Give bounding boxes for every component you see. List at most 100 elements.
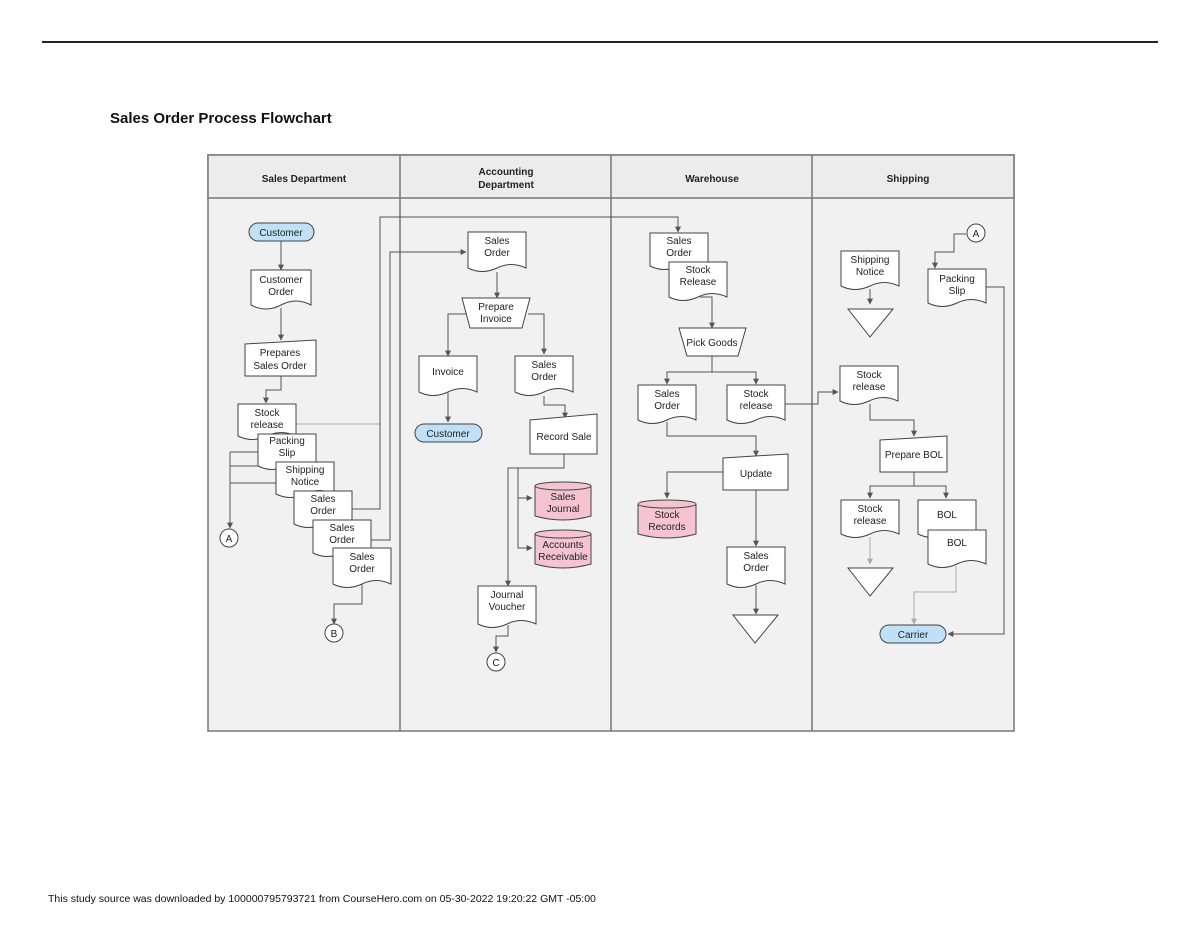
svg-text:Invoice: Invoice [432,367,464,378]
document-bol-b: BOL [927,529,987,568]
database-accounts-receivable: Accounts Receivable [534,529,592,569]
process-prepare-bol: Prepare BOL [879,435,948,473]
svg-text:Customer: Customer [426,429,470,440]
file-triangle-shipping-stock [846,567,895,597]
svg-text:Packing: Packing [269,436,305,447]
manual-operation-prepare-invoice: Prepare Invoice [461,297,531,329]
svg-text:Customer: Customer [259,275,303,286]
terminal-customer-sales: Customer [248,222,315,242]
manual-operation-pick-goods: Pick Goods [678,327,747,357]
flow-lines [227,216,1005,653]
svg-text:release: release [740,401,773,412]
svg-text:Sales: Sales [666,236,691,247]
document-packing-slip-shipping: Packing Slip [927,268,987,307]
svg-text:Customer: Customer [259,228,303,239]
database-sales-journal: Sales Journal [534,481,592,521]
document-sales-order-accounting: Sales Order [467,231,527,272]
svg-text:Prepares: Prepares [260,348,301,359]
svg-text:Order: Order [329,535,355,546]
svg-text:BOL: BOL [947,538,967,549]
process-prepares-sales-order: Prepares Sales Order [244,339,317,377]
svg-text:A: A [226,534,233,545]
svg-text:A: A [973,229,980,240]
svg-text:C: C [492,658,499,669]
svg-text:BOL: BOL [937,510,957,521]
svg-text:Sales: Sales [550,492,575,503]
document-sales-order-c: Sales Order [332,547,392,588]
svg-text:Sales: Sales [329,523,354,534]
process-record-sale: Record Sale [529,413,598,455]
document-stock-release-shipping-b: Stock release [840,499,900,538]
document-customer-order: Customer Order [250,269,312,310]
lane-header-accounting-line1: Accounting [479,167,534,178]
connector-a-sales: A [219,528,239,548]
svg-text:Journal: Journal [491,590,524,601]
connector-a-shipping: A [966,223,986,243]
svg-text:Voucher: Voucher [489,602,526,613]
svg-text:Prepare: Prepare [478,302,514,313]
svg-text:Notice: Notice [291,477,320,488]
document-journal-voucher: Journal Voucher [477,585,537,628]
svg-text:Records: Records [648,522,685,533]
svg-text:Sales: Sales [484,236,509,247]
database-stock-records: Stock Records [637,499,697,539]
document-sales-order-accounting-b: Sales Order [514,355,574,396]
svg-text:Shipping: Shipping [851,255,890,266]
download-footer: This study source was downloaded by 1000… [48,893,596,905]
top-rule [42,41,1158,43]
page-title: Sales Order Process Flowchart [110,110,332,127]
svg-text:Stock: Stock [857,504,883,515]
file-triangle-shipping-notice [846,308,895,338]
connector-c: C [486,652,506,672]
document-invoice: Invoice [418,355,478,396]
document-sales-order-warehouse-c: Sales Order [726,546,786,588]
svg-text:Stock: Stock [685,265,711,276]
svg-text:Order: Order [484,248,510,259]
svg-text:Sales: Sales [654,389,679,400]
svg-text:Receivable: Receivable [538,552,588,563]
svg-text:Slip: Slip [279,448,296,459]
svg-text:Sales Order: Sales Order [253,361,307,372]
svg-text:B: B [331,629,338,640]
svg-text:Stock: Stock [856,370,882,381]
svg-text:Sales: Sales [310,494,335,505]
terminal-customer-accounting: Customer [414,423,483,443]
svg-text:Sales: Sales [743,551,768,562]
svg-text:release: release [854,516,887,527]
svg-text:Update: Update [740,469,773,480]
svg-text:Packing: Packing [939,274,975,285]
svg-text:Order: Order [654,401,680,412]
svg-text:Sales: Sales [349,552,374,563]
svg-text:Carrier: Carrier [898,630,929,641]
svg-text:Stock: Stock [743,389,769,400]
lane-header-accounting-line2: Department [478,180,534,191]
svg-text:Order: Order [666,248,692,259]
lane-header-shipping: Shipping [887,174,930,185]
document-sales-order-warehouse-b: Sales Order [637,384,697,424]
lane-header-warehouse: Warehouse [685,174,739,185]
svg-text:release: release [251,420,284,431]
svg-text:Shipping: Shipping [286,465,325,476]
svg-text:Notice: Notice [856,267,885,278]
lane-header-sales: Sales Department [262,174,347,185]
svg-text:Order: Order [531,372,557,383]
svg-text:Pick Goods: Pick Goods [686,338,737,349]
svg-text:release: release [853,382,886,393]
terminal-carrier: Carrier [879,624,947,644]
svg-text:Sales: Sales [531,360,556,371]
document-stock-release-warehouse-b: Stock release [726,384,786,424]
connector-b: B [324,623,344,643]
svg-text:Record Sale: Record Sale [536,432,591,443]
svg-text:Order: Order [268,287,294,298]
svg-text:Order: Order [349,564,375,575]
svg-text:Order: Order [743,563,769,574]
document-stock-release-shipping: Stock release [839,365,899,405]
svg-text:Stock: Stock [254,408,280,419]
process-update: Update [722,453,789,491]
file-triangle-warehouse [731,614,780,644]
svg-text:Stock: Stock [654,510,680,521]
svg-text:Journal: Journal [547,504,580,515]
svg-text:Slip: Slip [949,286,966,297]
svg-text:Release: Release [680,277,717,288]
